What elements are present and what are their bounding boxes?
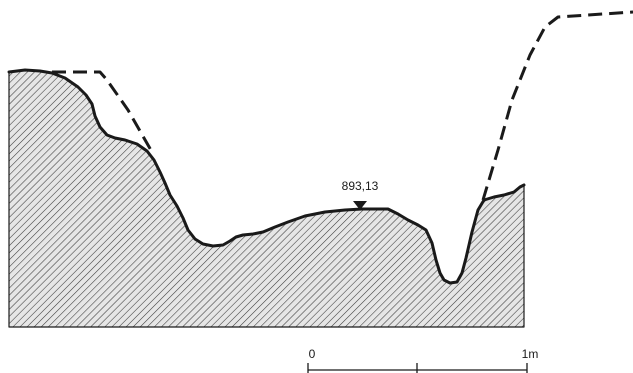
ground-section <box>8 69 525 328</box>
elevation-marker-icon <box>353 201 367 210</box>
scale-end-label: 1m <box>522 347 539 361</box>
original-profile-right-dashed <box>481 10 633 201</box>
elevation-label: 893,13 <box>342 179 379 193</box>
scale-bar <box>307 363 528 373</box>
original-profile-left-dashed <box>52 70 154 153</box>
terrain-profile-line <box>7 68 526 285</box>
scale-start-label: 0 <box>309 347 316 361</box>
